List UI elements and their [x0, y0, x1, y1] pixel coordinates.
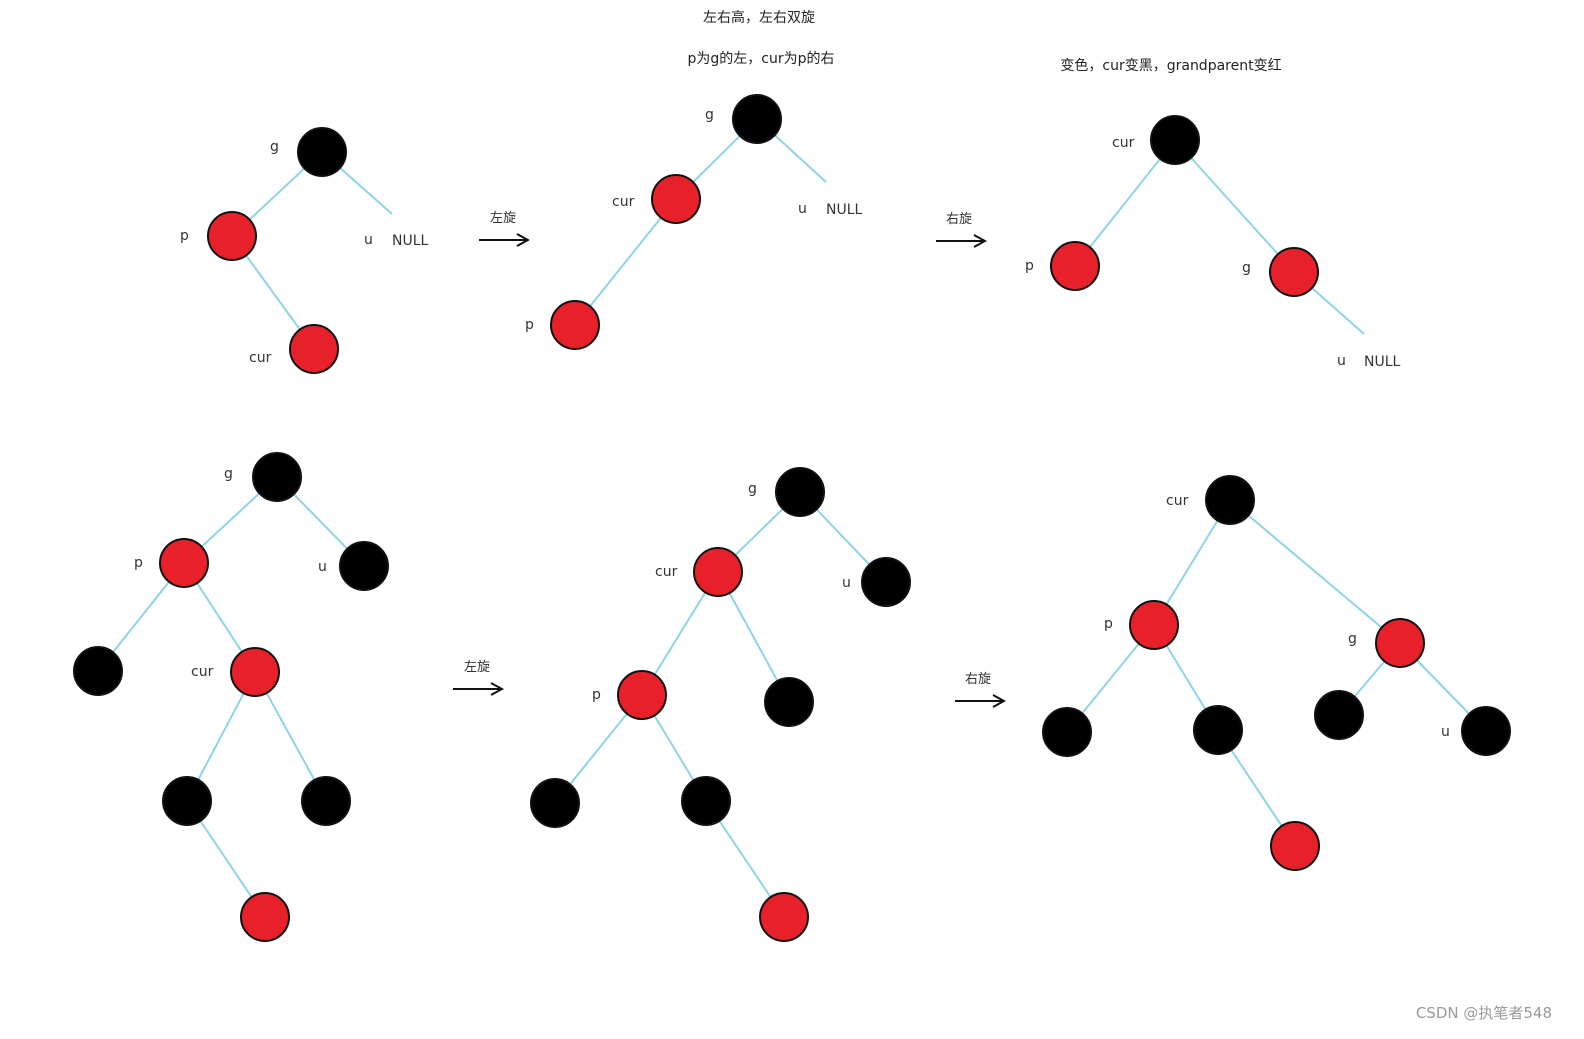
edge: [1229, 499, 1401, 644]
node-p-red: [1050, 241, 1100, 291]
node-g-black: [252, 452, 302, 502]
label-g: g: [1348, 631, 1357, 647]
label-u: u: [798, 201, 807, 217]
node-p-red: [1129, 600, 1179, 650]
node-u-black: [339, 541, 389, 591]
label-cur: cur: [612, 194, 635, 210]
label-null: NULL: [826, 202, 863, 218]
bottom-diagram-3: cur p g u: [1042, 475, 1511, 871]
label-g: g: [224, 466, 233, 482]
label-u: u: [318, 559, 327, 575]
node-cur-black: [1205, 475, 1255, 525]
top-diagram-1: g p cur u NULL: [180, 127, 429, 374]
node-g-black: [775, 467, 825, 517]
caption-title: 左右高，左右双旋: [703, 9, 815, 26]
label-cur: cur: [1112, 135, 1135, 151]
arrow-label-left-rotate: 左旋: [490, 211, 516, 226]
node-p-red: [617, 670, 667, 720]
bottom-diagram-1: g p u cur: [73, 452, 389, 942]
label-cur: cur: [655, 564, 678, 580]
node-black: [1193, 705, 1243, 755]
node-black: [301, 776, 351, 826]
node-black: [681, 776, 731, 826]
node-u-black: [861, 557, 911, 607]
node-p-red: [550, 300, 600, 350]
node-black: [764, 677, 814, 727]
arrow-label-left-rotate: 左旋: [464, 660, 490, 675]
bottom-diagram-2: g cur u p: [530, 467, 911, 942]
top-diagram-2: g cur p u NULL: [525, 94, 863, 350]
label-cur: cur: [1166, 493, 1189, 509]
edge: [1174, 139, 1295, 273]
label-u: u: [1337, 353, 1346, 369]
top-diagram-3: cur p g u NULL: [1025, 115, 1401, 370]
node-black: [1314, 690, 1364, 740]
label-p: p: [1104, 616, 1113, 632]
node-g-red: [1375, 618, 1425, 668]
label-g: g: [705, 107, 714, 123]
node-g-black: [297, 127, 347, 177]
label-u: u: [842, 575, 851, 591]
node-p-red: [207, 211, 257, 261]
edge: [1074, 139, 1176, 267]
label-null: NULL: [392, 233, 429, 249]
arrow-left-rotate-bottom: 左旋: [453, 660, 502, 689]
arrow-right-rotate-top: 右旋: [936, 212, 985, 241]
label-null: NULL: [1364, 354, 1401, 370]
node-cur-red: [693, 547, 743, 597]
arrow-right-rotate-bottom: 右旋: [955, 672, 1004, 701]
node-black: [162, 776, 212, 826]
node-u-black: [1461, 706, 1511, 756]
node-red: [1270, 821, 1320, 871]
arrow-label-right-rotate: 右旋: [965, 672, 991, 687]
node-cur-red: [230, 647, 280, 697]
arrow-label-right-rotate: 右旋: [946, 212, 972, 227]
label-g: g: [1242, 260, 1251, 276]
node-black: [1042, 707, 1092, 757]
node-cur-red: [289, 324, 339, 374]
label-u: u: [1441, 724, 1450, 740]
watermark: CSDN @执笔者548: [1416, 1004, 1552, 1022]
node-p-red: [159, 538, 209, 588]
edge: [574, 198, 677, 326]
node-g-red: [1269, 247, 1319, 297]
node-red: [240, 892, 290, 942]
node-g-black: [732, 94, 782, 144]
label-g: g: [748, 481, 757, 497]
label-p: p: [180, 228, 189, 244]
label-u: u: [364, 232, 373, 248]
node-black: [530, 778, 580, 828]
caption-condition: p为g的左，cur为p的右: [688, 51, 835, 67]
label-cur: cur: [249, 350, 272, 366]
label-p: p: [592, 687, 601, 703]
caption-recolor: 变色，cur变黑，grandparent变红: [1060, 57, 1281, 74]
label-p: p: [1025, 258, 1034, 274]
node-red: [759, 892, 809, 942]
arrow-left-rotate-top: 左旋: [479, 211, 528, 240]
node-cur-black: [1150, 115, 1200, 165]
node-cur-red: [651, 174, 701, 224]
node-black: [73, 646, 123, 696]
label-p: p: [525, 317, 534, 333]
label-cur: cur: [191, 664, 214, 680]
label-g: g: [270, 139, 279, 155]
label-p: p: [134, 555, 143, 571]
